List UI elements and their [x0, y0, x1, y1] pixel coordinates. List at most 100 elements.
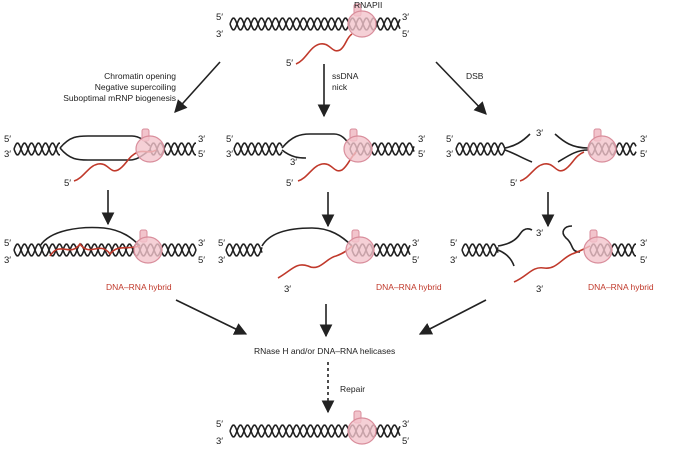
dsb-right-top: [554, 133, 589, 149]
rna-row1: [295, 33, 353, 65]
end-5-label: 5′: [640, 255, 647, 266]
helix-r2-mid-a-strand-b: [233, 142, 283, 156]
rnapii-row1-body: [347, 10, 377, 38]
end-5-label: 5′: [640, 149, 647, 160]
end-5-label: 5′: [198, 149, 205, 160]
nick-top-strand: [281, 133, 351, 149]
hybrid-label-right: DNA–RNA hybrid: [588, 282, 654, 292]
nick-free-end: [281, 149, 307, 159]
rna-hybrid-left: [49, 242, 141, 257]
helix-r3-mid-a-strand-b: [225, 243, 263, 257]
helix-r2-right-a-strand-b: [455, 142, 506, 156]
rnapii-label: RNAPII: [354, 0, 382, 10]
hybrid-label-left: DNA–RNA hybrid: [106, 282, 172, 292]
displaced-strands: [39, 133, 589, 267]
helix-r2-mid-a-strand-a: [233, 142, 283, 156]
left-path-line-2: Negative supercoiling: [95, 82, 177, 92]
arrow-left-branch: [174, 61, 221, 113]
end-3-label: 3′: [198, 238, 205, 249]
rnapii-row3-right: [583, 229, 613, 264]
end-5-label: 5′: [198, 255, 205, 266]
end-5-label: 5′: [216, 419, 223, 430]
end-3-label: 3′: [198, 134, 205, 145]
end-5-label: 5′: [418, 149, 425, 160]
arrow-left-converge: [175, 299, 248, 335]
rnapii-row2-middle: [343, 128, 373, 163]
rnapii-row3-left: [133, 229, 163, 264]
nick-3-label: 3′: [290, 157, 297, 168]
end-5-label: 5′: [4, 134, 11, 145]
end-5-label: 5′: [446, 134, 453, 145]
arrows: [101, 61, 555, 414]
rnapii-row1: [347, 3, 377, 38]
end-5-label: 5′: [4, 238, 11, 249]
end-5-label: 5′: [226, 134, 233, 145]
end-5-label: 5′: [216, 12, 223, 23]
end-3-label: 3′: [450, 255, 457, 266]
dsb-end-upper: [497, 228, 533, 247]
rna-5-label: 5′: [64, 178, 71, 189]
rnapii-row3-middle: [345, 229, 375, 264]
end-3-label: 3′: [216, 29, 223, 40]
dsb-loop-top: [562, 225, 581, 253]
right-path-label: DSB: [466, 71, 484, 81]
rnapii-row2-left-body: [135, 135, 165, 163]
helix-r2-right-a-strand-a: [455, 142, 506, 156]
dsb-3-label: 3′: [536, 228, 543, 239]
rnapii-row3-right-body: [583, 236, 613, 264]
rnapii-row4-body: [347, 417, 377, 445]
dsb-3-label: 3′: [536, 128, 543, 139]
end-3-label: 3′: [216, 436, 223, 447]
rnapii-row2-left: [135, 128, 165, 163]
repair-label: Repair: [340, 384, 365, 394]
end-3-label: 3′: [218, 255, 225, 266]
end-3-label: 3′: [402, 12, 409, 23]
dsb-right-bottom: [557, 149, 589, 163]
rnapii-row2-right: [587, 128, 617, 163]
rna-5-label: 5′: [286, 178, 293, 189]
rna-5-label: 5′: [510, 178, 517, 189]
arrow-right-converge: [418, 299, 487, 335]
end-3-label: 3′: [418, 134, 425, 145]
left-path-line-3: Suboptimal mRNP biogenesis: [63, 93, 176, 103]
middle-path-line-2: nick: [332, 82, 348, 92]
rna-strands: [49, 33, 591, 283]
rnapii-row2-right-body: [587, 135, 617, 163]
end-5-label: 5′: [218, 238, 225, 249]
helix-r3-right-a-strand-b: [461, 243, 499, 257]
hybrid-3-label: 3′: [284, 284, 291, 295]
rna-5-label: 5′: [286, 58, 293, 69]
resolution-label: RNase H and/or DNA–RNA helicases: [254, 346, 395, 356]
end-5-label: 5′: [412, 255, 419, 266]
rloop-arc-left: [39, 226, 141, 247]
dsb-left-bottom: [504, 149, 533, 163]
rnapii-row3-left-body: [133, 236, 163, 264]
dsb-left-top: [504, 133, 531, 149]
end-3-label: 3′: [226, 149, 233, 160]
helix-r3-mid-a-strand-a: [225, 243, 263, 257]
end-3-label: 3′: [4, 255, 11, 266]
helix-r2-left-a-strand-b: [13, 142, 60, 156]
rna-hybrid-middle: [277, 245, 353, 279]
end-3-label: 3′: [402, 419, 409, 430]
rna-hybrid-right: [513, 245, 591, 283]
arrow-right-branch: [435, 61, 487, 115]
end-3-label: 3′: [446, 149, 453, 160]
rnapii-row4: [347, 410, 377, 445]
end-3-label: 3′: [412, 238, 419, 249]
helix-r2-left-a-strand-a: [13, 142, 60, 156]
helix-r3-right-a-strand-a: [461, 243, 499, 257]
end-3-label: 3′: [640, 238, 647, 249]
end-3-label: 3′: [640, 134, 647, 145]
dsb-end-lower: [497, 249, 515, 267]
rloop-arc-middle: [261, 227, 353, 247]
end-5-label: 5′: [402, 436, 409, 447]
left-path-line-1: Chromatin opening: [104, 71, 176, 81]
middle-path-line-1: ssDNA: [332, 71, 359, 81]
rna-row2-right: [519, 151, 585, 182]
end-5-label: 5′: [450, 238, 457, 249]
rna-row2-middle: [297, 151, 357, 182]
end-5-label: 5′: [402, 29, 409, 40]
